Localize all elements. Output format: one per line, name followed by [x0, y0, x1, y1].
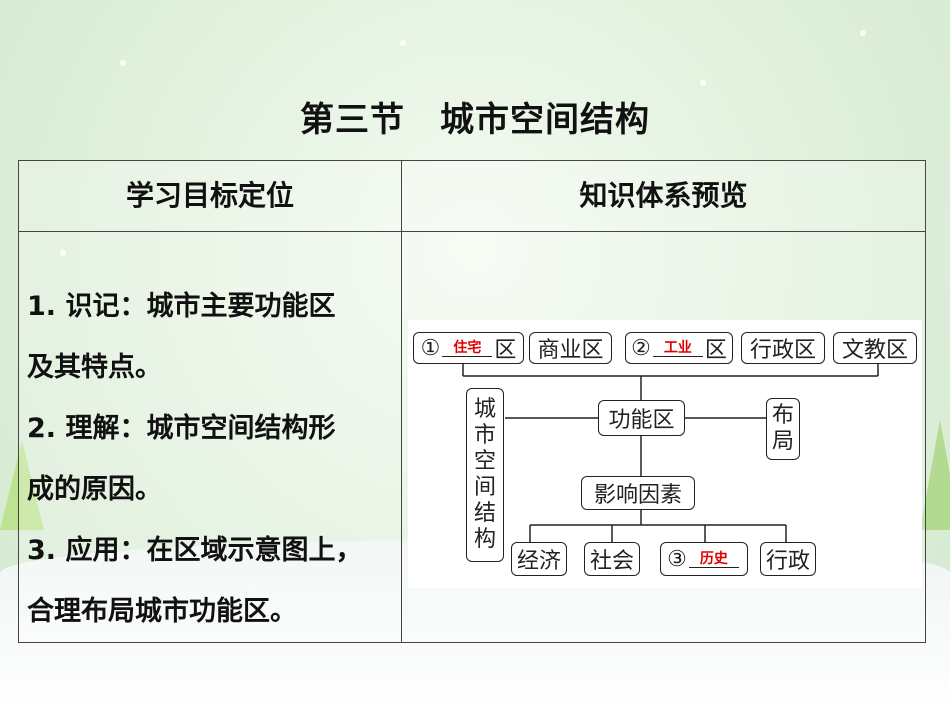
box-education-zone: 文教区 [833, 332, 917, 364]
column-divider [401, 161, 402, 642]
table-header-row: 学习目标定位 知识体系预览 [19, 161, 925, 232]
circled-number-2: ② [631, 335, 651, 361]
objective-line: 2. 理解：城市空间结构形 [27, 413, 336, 444]
vertical-char: 构 [473, 527, 496, 552]
snow-dot [120, 60, 126, 66]
objective-line: 及其特点。 [27, 352, 162, 383]
vertical-char: 城 [473, 397, 496, 422]
box-functional-zone: 功能区 [598, 400, 685, 436]
objective-line: 合理布局城市功能区。 [27, 596, 297, 627]
circled-number-3: ③ [667, 546, 687, 572]
objective-line: 3. 应用：在区域示意图上， [27, 535, 363, 566]
snow-dot [60, 250, 66, 256]
answer-industrial: 工业 [652, 340, 703, 357]
objective-line: 成的原因。 [27, 474, 162, 505]
box-administrative-zone: 行政区 [741, 332, 825, 364]
circled-number-1: ① [420, 335, 441, 361]
snow-dot [700, 80, 706, 86]
snow-dot [400, 40, 406, 46]
zone-suffix: 区 [704, 338, 727, 363]
box-residential-zone: ① 住宅 区 [413, 332, 524, 364]
box-influencing-factors: 影响因素 [581, 476, 695, 510]
box-layout: 布 局 [766, 398, 800, 460]
tree-decoration [0, 440, 44, 530]
page-title: 第三节 城市空间结构 [300, 100, 650, 140]
vertical-char: 布 [771, 403, 794, 428]
box-social: 社会 [584, 542, 640, 576]
vertical-char: 局 [771, 429, 794, 454]
header-knowledge-preview: 知识体系预览 [579, 179, 748, 212]
knowledge-diagram: ① 住宅 区 商业区 ② 工业 区 行政区 文教区 城 市 空 间 结 构 功能… [408, 320, 922, 588]
header-learning-goals: 学习目标定位 [125, 179, 294, 212]
box-commercial-zone: 商业区 [529, 332, 612, 364]
snow-dot [860, 30, 866, 36]
box-economic: 经济 [511, 542, 567, 576]
box-historical: ③ 历史 [660, 542, 748, 576]
zone-suffix: 区 [494, 338, 517, 363]
answer-historical: 历史 [688, 551, 739, 568]
box-urban-spatial-structure: 城 市 空 间 结 构 [466, 388, 504, 562]
objective-line: 1. 识记：城市主要功能区 [27, 291, 336, 322]
vertical-char: 空 [473, 449, 496, 474]
objectives-text: 1. 识记：城市主要功能区 及其特点。 2. 理解：城市空间结构形 成的原因。 … [27, 276, 397, 642]
box-administrative: 行政 [760, 542, 816, 576]
vertical-char: 间 [473, 475, 496, 500]
answer-residential: 住宅 [442, 340, 493, 357]
box-industrial-zone: ② 工业 区 [625, 332, 733, 364]
vertical-char: 市 [473, 423, 496, 448]
diagram-connectors [462, 364, 879, 542]
vertical-char: 结 [473, 501, 496, 526]
